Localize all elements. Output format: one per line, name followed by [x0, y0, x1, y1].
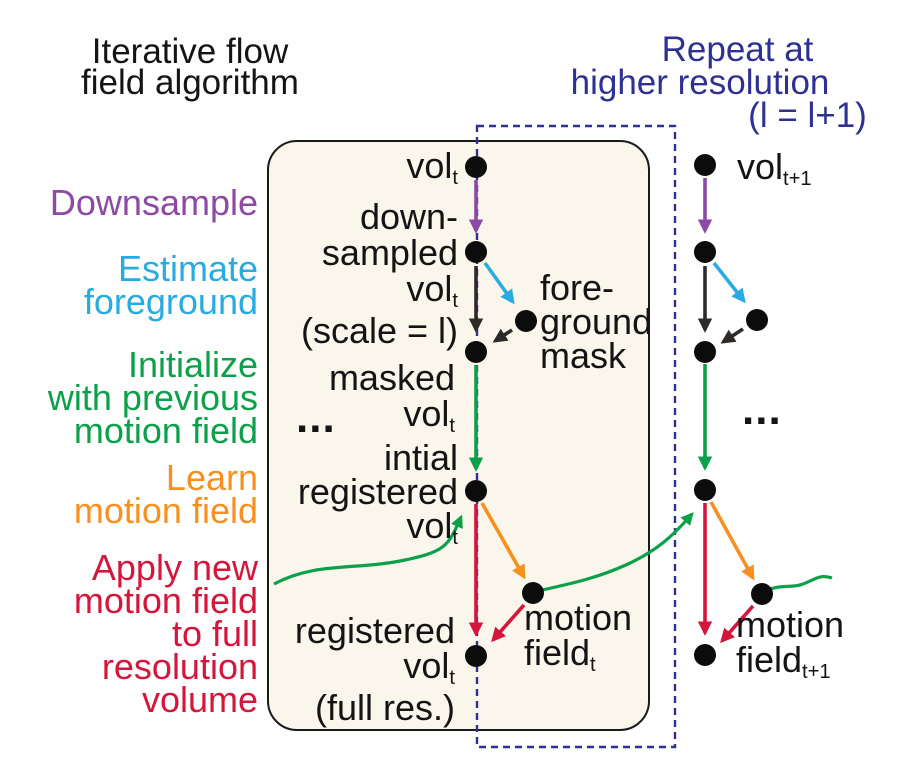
label-masked-vol: masked volt: [250, 360, 455, 438]
previous-motion-field-swooshes: [273, 512, 833, 594]
label-line: down-: [359, 196, 458, 237]
label-line: mask: [540, 335, 627, 376]
subscript: t: [449, 667, 455, 690]
label-downsampled-vol: down- sampled volt (scale = l): [250, 199, 458, 349]
label-line: volt: [403, 393, 455, 438]
graph-nodes: [465, 154, 773, 667]
ellipsis-current: ...: [296, 393, 336, 442]
label-line: volt+1: [737, 146, 812, 191]
subscript: t: [452, 167, 458, 190]
learn-motion-field-arrow-next: [709, 501, 755, 581]
node-foreground-mask: [515, 310, 537, 332]
label-motion-field-t: motion fieldt: [524, 600, 632, 677]
step-line: resolution: [101, 646, 258, 687]
node-masked-vol-next: [694, 341, 716, 363]
repeat-note-line-3: (l = l+1): [748, 96, 867, 135]
algorithm-panel: [267, 140, 650, 731]
label-line: sampled: [321, 232, 458, 273]
label-registered-vol-full: registered volt (full res.): [247, 610, 455, 728]
node-initial-registered-vol-next: [694, 479, 716, 501]
label-line: fieldt: [524, 632, 596, 677]
step-line: motion field: [73, 490, 258, 531]
node-vol-t1: [694, 154, 716, 176]
title-line: field algorithm: [81, 63, 299, 102]
learn-motion-field-arrow: [480, 502, 526, 580]
mask-apply-arrow: [492, 328, 513, 343]
step-line: to full: [171, 613, 258, 654]
subscript: t: [452, 527, 458, 550]
title-line: Iterative flow: [91, 32, 289, 71]
step-line: foreground: [83, 281, 258, 322]
step-line: Initialize: [127, 344, 258, 385]
motion-field-handoff-swoosh: [532, 512, 694, 594]
label-line: masked: [328, 357, 455, 398]
step-label-apply: Apply new motion field to full resolutio…: [0, 547, 258, 720]
step-label-initialize: Initialize with previous motion field: [0, 344, 258, 451]
previous-motion-field-swoosh: [273, 514, 463, 586]
node-initial-registered-vol: [465, 480, 487, 502]
node-motion-field-next: [751, 583, 773, 605]
label-vol-t1: volt+1: [737, 146, 812, 191]
step-label-learn: Learn motion field: [0, 457, 258, 531]
subscript: t: [590, 654, 596, 677]
node-vol-t: [465, 156, 487, 178]
step-line: Estimate: [117, 248, 258, 289]
repeat-note-line-2: higher resolution: [570, 63, 830, 102]
label-initial-registered-vol: intial registered volt: [250, 437, 458, 550]
apply-motion-field-diagonal-arrow-next: [720, 604, 755, 644]
next-motion-field-swoosh-tail: [761, 574, 833, 594]
subscript: t: [452, 290, 458, 313]
subscript: t: [449, 415, 455, 438]
label-line: fore-: [540, 267, 615, 308]
node-downsampled-vol-next: [694, 241, 716, 263]
node-foreground-mask-next: [746, 309, 768, 331]
node-downsampled-vol: [465, 241, 487, 263]
label-line: fieldt+1: [736, 639, 831, 684]
step-line: volume: [141, 679, 258, 720]
apply-motion-field-diagonal-arrow: [491, 603, 526, 643]
node-masked-vol: [465, 341, 487, 363]
step-line: with previous: [47, 377, 258, 418]
node-motion-field: [522, 582, 544, 604]
ellipsis-next: ...: [742, 385, 782, 434]
step-line: Apply new: [91, 547, 258, 588]
step-line: Learn: [165, 457, 258, 498]
repeat-note-line-1: Repeat at: [661, 30, 814, 69]
label-foreground-mask: fore- ground mask: [540, 267, 653, 376]
label-line: volt: [406, 268, 458, 313]
estimate-foreground-arrow-next: [712, 261, 746, 304]
label-line: (full res.): [314, 687, 455, 728]
step-line: Downsample: [49, 182, 258, 223]
label-line: ground: [540, 301, 653, 342]
label-line: motion: [524, 597, 633, 638]
label-line: volt: [406, 505, 458, 550]
label-line: intial: [383, 437, 458, 478]
page-title: Iterative flow field algorithm: [40, 32, 340, 102]
label-vol-t: volt: [250, 145, 458, 190]
label-line: registered: [297, 471, 458, 512]
step-line: motion field: [73, 410, 258, 451]
step-line: motion field: [73, 580, 258, 621]
label-line: registered: [294, 610, 455, 651]
estimate-foreground-arrow: [483, 261, 515, 305]
label-line: volt: [406, 145, 458, 190]
subscript: t+1: [802, 661, 831, 684]
next-frame-arrows: [697, 178, 755, 644]
label-line: motion: [736, 604, 845, 645]
node-registered-vol-next: [694, 644, 716, 666]
repeat-region-dashed-box: [475, 124, 677, 749]
step-label-downsample: Downsample: [0, 182, 258, 223]
label-line: (scale = l): [300, 310, 458, 351]
subscript: t+1: [783, 168, 812, 191]
node-registered-vol: [465, 645, 487, 667]
label-line: volt: [403, 645, 455, 690]
step-label-estimate-foreground: Estimate foreground: [0, 248, 258, 322]
label-motion-field-t1: motion fieldt+1: [736, 607, 844, 684]
current-frame-arrows: [468, 180, 526, 643]
mask-apply-arrow-next: [720, 327, 744, 344]
